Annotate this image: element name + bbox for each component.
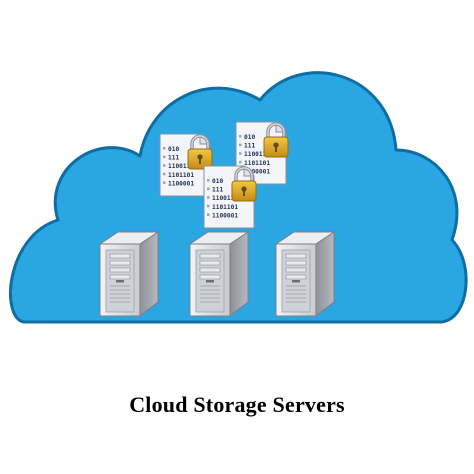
binary-line: 1100110 bbox=[212, 195, 238, 202]
binary-line: 1100110 bbox=[168, 163, 194, 170]
binary-line: 1100001 bbox=[244, 168, 270, 175]
binary-line: 111 bbox=[244, 143, 255, 150]
binary-line: 1100001 bbox=[168, 180, 194, 187]
diagram-caption: Cloud Storage Servers bbox=[129, 392, 345, 417]
encrypted-documents: 0101111100110110110111000010101111100110… bbox=[159, 121, 289, 229]
binary-line: 1100110 bbox=[244, 151, 270, 158]
binary-line: 010 bbox=[168, 146, 179, 153]
binary-line: 111 bbox=[168, 155, 179, 162]
padlock-icon bbox=[187, 134, 213, 170]
binary-line: 010 bbox=[212, 178, 223, 185]
binary-line: 1101101 bbox=[212, 204, 238, 211]
binary-line: 1101101 bbox=[168, 172, 194, 179]
server-tower-icon bbox=[188, 231, 250, 318]
servers bbox=[98, 231, 336, 318]
padlock-icon bbox=[231, 166, 257, 202]
binary-line: 1101101 bbox=[244, 160, 270, 167]
binary-line: 010 bbox=[244, 134, 255, 141]
server-tower-icon bbox=[98, 231, 160, 318]
binary-line: 1100001 bbox=[212, 212, 238, 219]
binary-line: 111 bbox=[212, 187, 223, 194]
server-tower-icon bbox=[274, 231, 336, 318]
padlock-icon bbox=[263, 122, 289, 158]
